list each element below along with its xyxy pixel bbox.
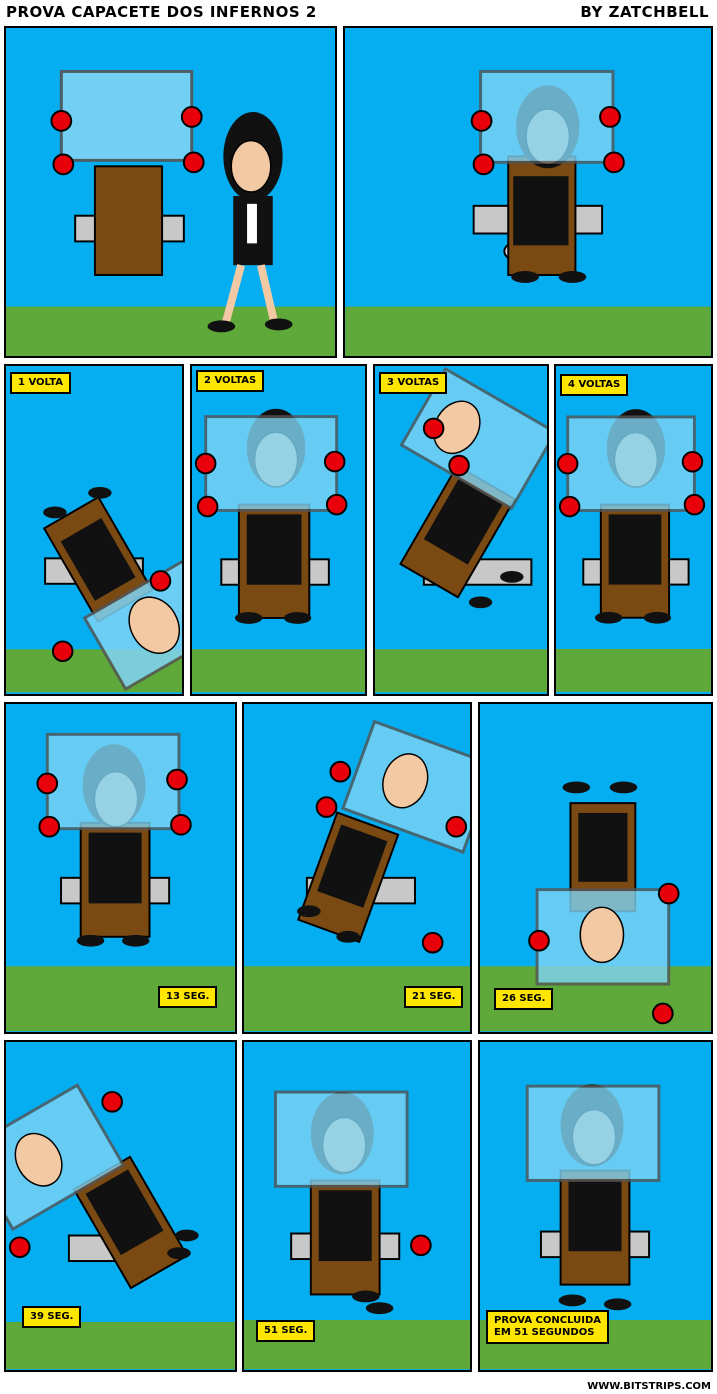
scene-chair-spin-2 (192, 408, 365, 693)
caption-26-seg: 26 SEG. (494, 988, 554, 1010)
scene-woman-seated-with-helmet (345, 69, 711, 356)
scene-tilted-39s (6, 1083, 235, 1370)
panel-7: 13 SEG. (4, 702, 237, 1034)
caption-21-seg: 21 SEG. (404, 986, 464, 1008)
panel-12: PROVA CONCLUIDA EM 51 SEGUNDOS (478, 1040, 713, 1372)
comic-title: PROVA CAPACETE DOS INFERNOS 2 (6, 3, 317, 21)
caption-1-volta: 1 VOLTA (10, 372, 72, 394)
caption-39-seg: 39 SEG. (22, 1306, 82, 1328)
panel-11: 51 SEG. (242, 1040, 472, 1372)
comic-author: BY ZATCHBELL (580, 3, 709, 21)
caption-prova-concluida: PROVA CONCLUIDA EM 51 SEGUNDOS (486, 1310, 609, 1344)
caption-2-voltas: 2 VOLTAS (196, 370, 265, 392)
panel-9: 26 SEG. (478, 702, 713, 1034)
caption-4-voltas: 4 VOLTAS (560, 374, 629, 396)
caption-51-seg: 51 SEG. (256, 1320, 316, 1342)
scene-chair-spin-3 (375, 366, 547, 693)
panel-1 (4, 26, 337, 358)
caption-3-voltas: 3 VOLTAS (379, 372, 448, 394)
caption-13-seg: 13 SEG. (158, 986, 218, 1008)
scene-spiders-13s (6, 732, 235, 1032)
panel-2 (343, 26, 713, 358)
panel-8: 21 SEG. (242, 702, 472, 1034)
scene-finished (480, 1084, 711, 1370)
panel-3: 1 VOLTA (4, 364, 184, 696)
scene-upside-down-26s (480, 781, 711, 1032)
footer-watermark[interactable]: WWW.BITSTRIPS.COM (587, 1381, 711, 1392)
scene-spiders-21s (244, 719, 470, 1032)
scene-chair-spin-4 (556, 409, 711, 692)
panel-10: 39 SEG. (4, 1040, 237, 1372)
scene-woman-walking-to-chair (6, 69, 335, 356)
panel-6: 4 VOLTAS (554, 364, 713, 696)
panel-4: 2 VOLTAS (190, 364, 367, 696)
panel-5: 3 VOLTAS (373, 364, 549, 696)
scene-chair-spin-1 (6, 486, 182, 693)
